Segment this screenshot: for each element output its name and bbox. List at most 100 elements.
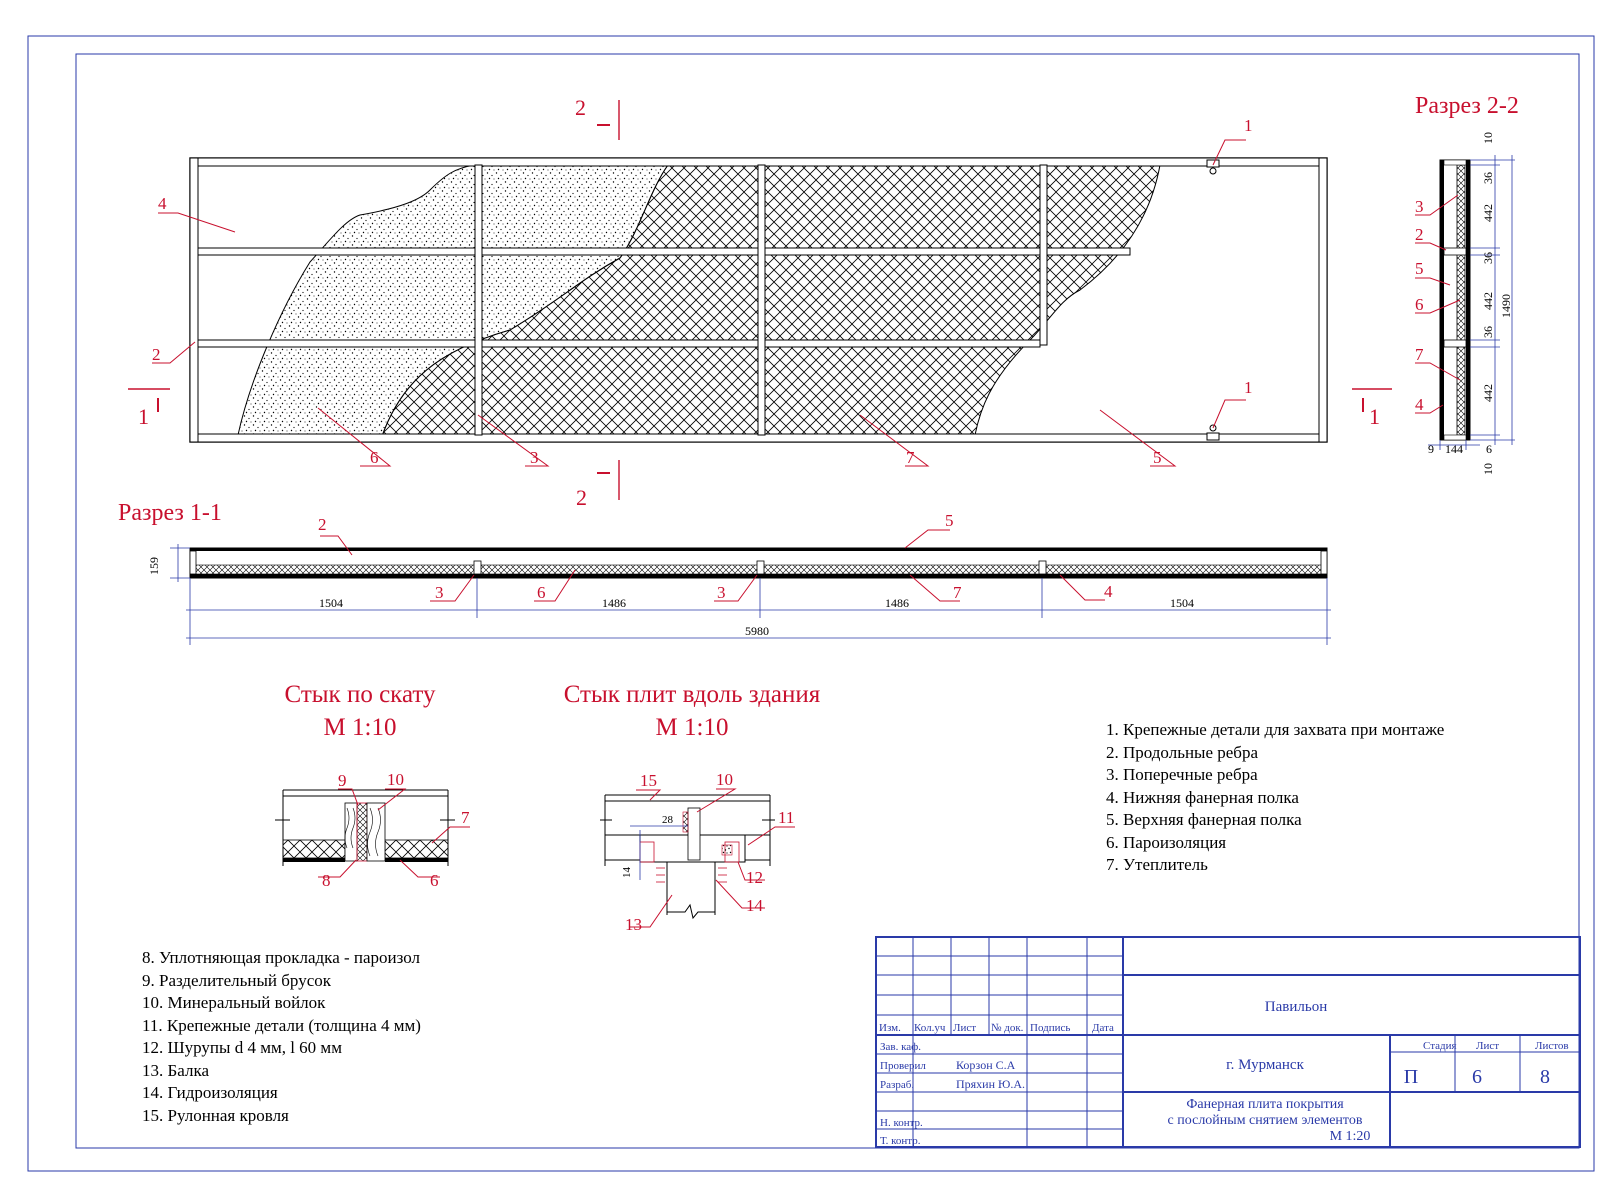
callout-2-2-7: 7 (1415, 345, 1424, 364)
sheets-header: Листов (1535, 1040, 1569, 1052)
cut-mark-2-bottom: 2 (576, 485, 587, 510)
slope-joint-scale: М 1:10 (324, 714, 397, 741)
dim-2-2-442-b: 442 (1481, 292, 1495, 310)
callout-1-1-3-b: 3 (717, 583, 726, 602)
callout-building-15: 15 (640, 771, 657, 790)
legend-main: 1. Крепежные детали для захвата при монт… (1106, 719, 1444, 877)
callout-plan-5: 5 (1153, 448, 1162, 467)
legend-joints-item: 11. Крепежные детали (толщина 4 мм) (142, 1015, 421, 1035)
legend-main-item: 5. Верхняя фанерная полка (1106, 810, 1302, 829)
col-izm: Изм. (879, 1022, 901, 1034)
cut-mark-1-right: 1 (1369, 404, 1380, 429)
legend-joints-item: 13. Балка (142, 1060, 209, 1080)
dim-1-1-span-1: 1504 (319, 596, 343, 610)
sheet-header: Лист (1476, 1040, 1499, 1052)
plan-view (189, 157, 1328, 443)
callout-2-2-3: 3 (1415, 197, 1424, 216)
callout-plan-7: 7 (906, 448, 915, 467)
dim-2-2-total: 1490 (1499, 294, 1513, 318)
inner-frame (75, 53, 1580, 1149)
description-scale: М 1:20 (1330, 1129, 1371, 1144)
callout-2-2-6: 6 (1415, 295, 1424, 314)
slope-joint-drawing (275, 789, 455, 866)
legend-main-item: 3. Поперечные ребра (1106, 765, 1258, 784)
building-joint-drawing (600, 794, 775, 920)
dim-2-2-9: 9 (1428, 442, 1434, 456)
cut-mark-2-top: 2 (575, 95, 586, 120)
dim-1-1-span-2: 1486 (602, 596, 626, 610)
callout-building-11: 11 (778, 808, 794, 827)
section-1-1-leaders (320, 529, 1105, 602)
callout-2-2-5: 5 (1415, 259, 1424, 278)
building-joint-title: Стык плит вдоль здания (564, 681, 821, 708)
sheets-value: 8 (1540, 1066, 1550, 1088)
description-line-2: с послойным снятием элементов (1168, 1113, 1363, 1128)
title-block (875, 936, 1581, 1148)
dim-2-2-442-c: 442 (1481, 384, 1495, 402)
section-2-2-leaders (1415, 194, 1461, 414)
dim-1-1-span-3: 1486 (885, 596, 909, 610)
dim-2-2-442-a: 442 (1481, 204, 1495, 222)
dim-2-2-10-bottom: 10 (1481, 463, 1495, 475)
dim-building-14: 14 (621, 867, 633, 879)
project-name: Павильон (1265, 999, 1327, 1015)
callout-1-1-7: 7 (953, 583, 962, 602)
role-developed: Разраб. (880, 1079, 914, 1091)
dim-1-1-span-4: 1504 (1170, 596, 1194, 610)
col-signature: Подпись (1030, 1022, 1070, 1034)
callout-plan-3: 3 (530, 448, 539, 467)
callout-building-10: 10 (716, 770, 733, 789)
callout-2-2-2: 2 (1415, 225, 1424, 244)
callout-building-13: 13 (625, 915, 642, 934)
dim-2-2-36-b: 36 (1481, 252, 1495, 264)
dim-2-2-6: 6 (1486, 442, 1492, 456)
callout-1-1-6: 6 (537, 583, 546, 602)
callout-slope-9: 9 (338, 771, 347, 790)
project-city: г. Мурманск (1226, 1057, 1304, 1073)
section-2-2-drawing (1439, 159, 1471, 441)
callout-slope-6: 6 (430, 871, 439, 890)
callout-slope-10: 10 (387, 770, 404, 789)
section-1-1-drawing (189, 547, 1328, 579)
legend-main-item: 1. Крепежные детали для захвата при монт… (1106, 720, 1445, 739)
role-t-control: Т. контр. (880, 1135, 921, 1147)
callout-plan-2: 2 (152, 345, 161, 364)
description-line-1: Фанерная плита покрытия (1186, 1097, 1344, 1112)
cut-mark-1-left: 1 (138, 404, 149, 429)
dim-1-1-height: 159 (147, 557, 161, 575)
dim-building-28: 28 (662, 814, 674, 826)
callout-plan-4: 4 (158, 194, 167, 213)
dim-2-2-36-c: 36 (1481, 326, 1495, 338)
callout-plan-6: 6 (370, 448, 379, 467)
col-date: Дата (1092, 1022, 1114, 1034)
dim-2-2-144: 144 (1445, 442, 1463, 456)
legend-main-item: 6. Пароизоляция (1106, 832, 1227, 852)
name-developed: Пряхин Ю.А. (956, 1077, 1025, 1091)
callout-building-12: 12 (746, 868, 763, 887)
name-checked: Корзон С.А (956, 1058, 1016, 1072)
dim-2-2-10-top: 10 (1481, 132, 1495, 144)
building-joint-scale: М 1:10 (656, 714, 729, 741)
legend-main-item: 7. Утеплитель (1106, 855, 1208, 874)
legend-joints-item: 9. Разделительный брусок (142, 970, 331, 990)
callout-1-1-5: 5 (945, 511, 954, 530)
callout-building-14: 14 (746, 896, 764, 915)
col-doc: № док. (991, 1022, 1024, 1034)
callout-plan-1-bottom: 1 (1244, 378, 1253, 397)
stage-value: П (1404, 1066, 1418, 1088)
role-n-control: Н. контр. (880, 1117, 923, 1129)
role-head: Зав. каф. (880, 1041, 921, 1053)
stage-header: Стадия (1423, 1040, 1457, 1052)
plan-callouts (152, 139, 1246, 467)
outer-frame (27, 35, 1595, 1172)
dim-2-2-36-a: 36 (1481, 172, 1495, 184)
col-kol-uch: Кол.уч (914, 1022, 946, 1034)
callout-slope-7: 7 (461, 808, 470, 827)
legend-joints-item: 8. Уплотняющая прокладка - пароизол (142, 948, 421, 967)
slope-joint-leaders (318, 788, 470, 878)
role-checked: Проверил (880, 1060, 926, 1072)
section-1-1-title: Разрез 1-1 (118, 500, 222, 526)
legend-joints-item: 14. Гидроизоляция (142, 1083, 278, 1102)
dim-1-1-total: 5980 (745, 624, 769, 638)
